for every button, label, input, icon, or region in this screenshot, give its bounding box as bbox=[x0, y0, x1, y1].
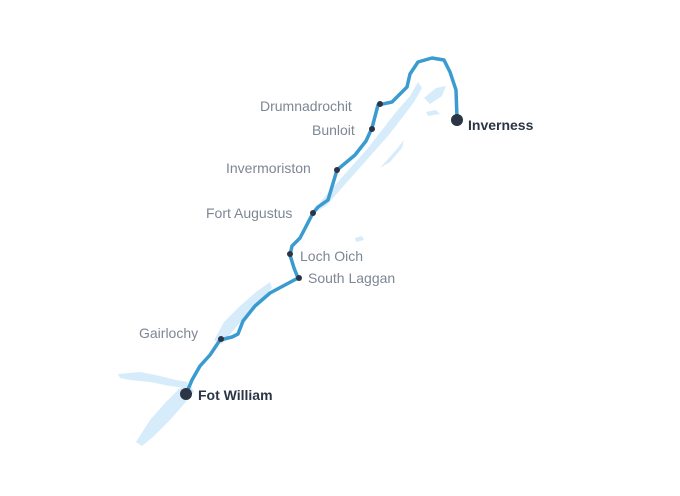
stop-marker-gairlochy[interactable] bbox=[218, 336, 224, 342]
loch-ness-bay bbox=[424, 86, 446, 104]
loch-linnhe bbox=[136, 384, 194, 446]
stop-label-bunloit: Bunloit bbox=[312, 122, 355, 138]
stop-marker-invermoriston[interactable] bbox=[334, 167, 340, 173]
stop-marker-inverness[interactable] bbox=[451, 114, 463, 126]
stop-marker-drumnadrochit[interactable] bbox=[377, 101, 383, 107]
loch-small-2 bbox=[380, 140, 404, 168]
stop-label-fort-augustus: Fort Augustus bbox=[206, 205, 293, 221]
water-bodies bbox=[118, 82, 446, 446]
route-line bbox=[184, 56, 459, 396]
loch-small-1 bbox=[426, 110, 440, 116]
stop-label-invermoriston: Invermoriston bbox=[226, 160, 311, 176]
stop-label-gairlochy: Gairlochy bbox=[139, 325, 199, 341]
stop-marker-bunloit[interactable] bbox=[369, 126, 375, 132]
stop-label-fort-william: Fot William bbox=[198, 387, 273, 403]
loch-small-3 bbox=[355, 236, 364, 242]
stop-label-inverness: Inverness bbox=[468, 117, 534, 133]
stop-marker-south-laggan[interactable] bbox=[296, 275, 302, 281]
stop-label-south-laggan: South Laggan bbox=[308, 270, 396, 286]
stop-marker-fort-william[interactable] bbox=[180, 388, 192, 400]
loch-eil bbox=[118, 372, 188, 388]
stop-label-loch-oich: Loch Oich bbox=[300, 248, 364, 264]
stop-markers bbox=[180, 101, 463, 400]
stop-marker-loch-oich[interactable] bbox=[287, 251, 293, 257]
stop-label-drumnadrochit: Drumnadrochit bbox=[260, 98, 352, 114]
loch-lochy bbox=[214, 282, 272, 344]
stop-marker-fort-augustus[interactable] bbox=[310, 210, 316, 216]
loch-ness bbox=[312, 82, 422, 214]
